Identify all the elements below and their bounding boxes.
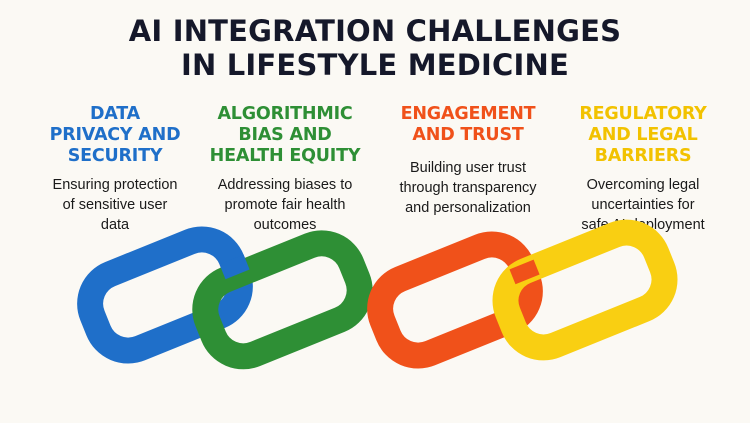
blue-link-overlap (219, 254, 250, 280)
challenge-description: Building user trust through transparency… (399, 160, 537, 216)
green-link (192, 230, 373, 370)
challenge-description: Addressing biases to promote fair health… (217, 177, 353, 233)
challenge-regulatory-barriers: REGULATORY AND LEGAL BARRIERS Overcoming… (558, 104, 728, 235)
challenge-heading: REGULATORY AND LEGAL BARRIERS (579, 104, 707, 166)
challenge-data-privacy: DATA PRIVACY AND SECURITY Ensuring prote… (30, 104, 200, 235)
title-line-2: IN LIFESTYLE MEDICINE (181, 48, 569, 82)
title-line-1: AI INTEGRATION CHALLENGES (128, 14, 622, 48)
challenge-heading: DATA PRIVACY AND SECURITY (49, 104, 181, 166)
challenge-description: Ensuring protection of sensitive user da… (52, 177, 178, 233)
challenge-algorithmic-bias: ALGORITHMIC BIAS AND HEALTH EQUITY Addre… (200, 104, 370, 235)
yellow-link (492, 219, 678, 361)
challenge-heading: ENGAGEMENT AND TRUST (400, 104, 536, 145)
orange-link-overlap (509, 259, 540, 285)
challenge-heading: ALGORITHMIC BIAS AND HEALTH EQUITY (209, 104, 361, 166)
page-title: AI INTEGRATION CHALLENGES IN LIFESTYLE M… (0, 14, 750, 82)
challenge-engagement-trust: ENGAGEMENT AND TRUST Building user trust… (378, 104, 558, 218)
